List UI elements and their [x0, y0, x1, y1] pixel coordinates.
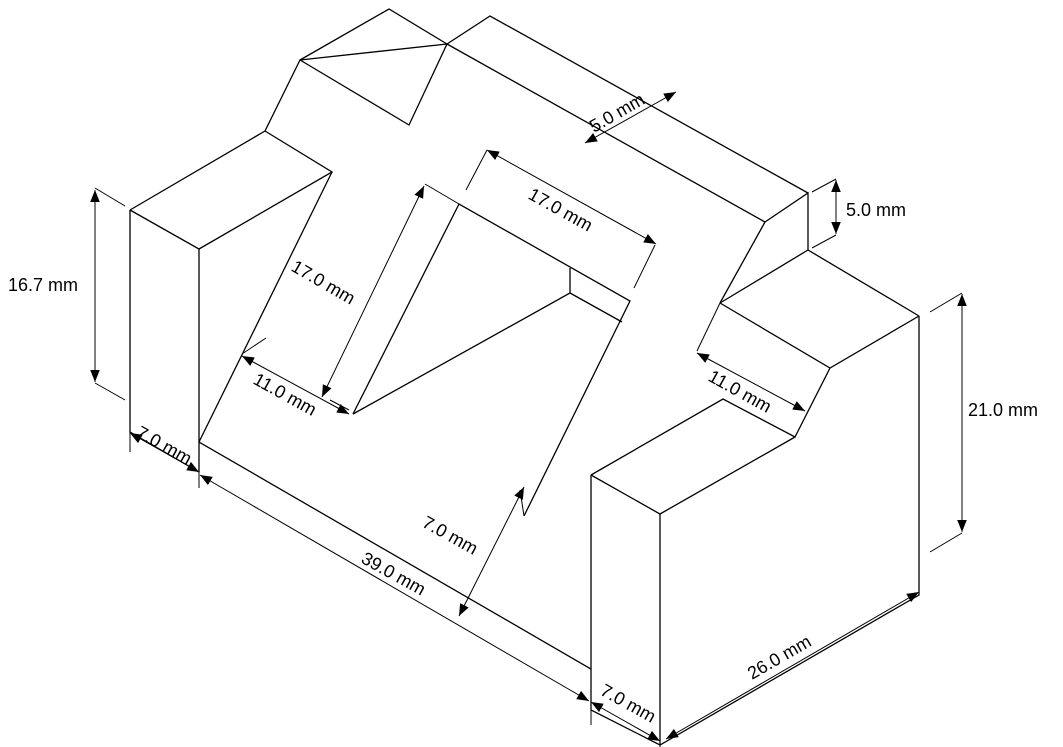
top-back-edges: [299, 8, 809, 194]
dim-line-right-step: [696, 352, 806, 412]
right-top-back: [719, 249, 920, 317]
dim-line-pocket-length: [486, 149, 657, 245]
left-block-top-face: [198, 130, 334, 250]
pocket-rim: [352, 203, 631, 517]
label-left-height: 16.7 mm: [8, 275, 78, 295]
slot-front-edge: [446, 43, 766, 223]
dim-line-overall-length: [199, 474, 590, 702]
base-front-edge: [198, 441, 592, 670]
top-step-edges: [264, 43, 449, 132]
label-right-height: 21.0 mm: [968, 400, 1038, 420]
dim-line-overall-depth: [665, 591, 920, 740]
dim-line-left-wall: [129, 432, 200, 473]
dim-line-pocket-offset: [458, 486, 525, 617]
label-pocket-offset: 7.0 mm: [419, 512, 481, 559]
pocket-floor-edge: [352, 268, 571, 415]
dim-line-right-wall: [590, 701, 661, 742]
dim-line-slot-width: [584, 91, 677, 144]
pocket-inner-edge: [569, 292, 623, 323]
label-right-wall: 7.0 mm: [597, 680, 659, 727]
right-block-top-front: [659, 436, 796, 515]
label-slot-depth: 5.0 mm: [846, 200, 906, 220]
slot-end-edges: [764, 191, 809, 250]
left-slope-edge: [198, 171, 333, 443]
label-left-step: 11.0 mm: [250, 369, 320, 420]
dimension-labels: 16.7 mm 21.0 mm 5.0 mm 5.0 mm 17.0 mm 17…: [8, 89, 1038, 726]
left-block-back-edge: [129, 130, 266, 211]
dimension-lines: [90, 91, 967, 742]
label-overall-length: 39.0 mm: [358, 548, 429, 599]
label-left-wall: 7.0 mm: [133, 422, 195, 469]
label-pocket-width: 17.0 mm: [288, 256, 359, 308]
dim-line-left-step: [241, 355, 350, 415]
slot-step-edge: [719, 221, 766, 304]
right-top-face: [719, 302, 920, 369]
extension-lines: [94, 149, 963, 747]
label-right-step: 11.0 mm: [705, 366, 775, 417]
right-block-top: [590, 367, 831, 476]
label-pocket-length: 17.0 mm: [525, 184, 596, 235]
